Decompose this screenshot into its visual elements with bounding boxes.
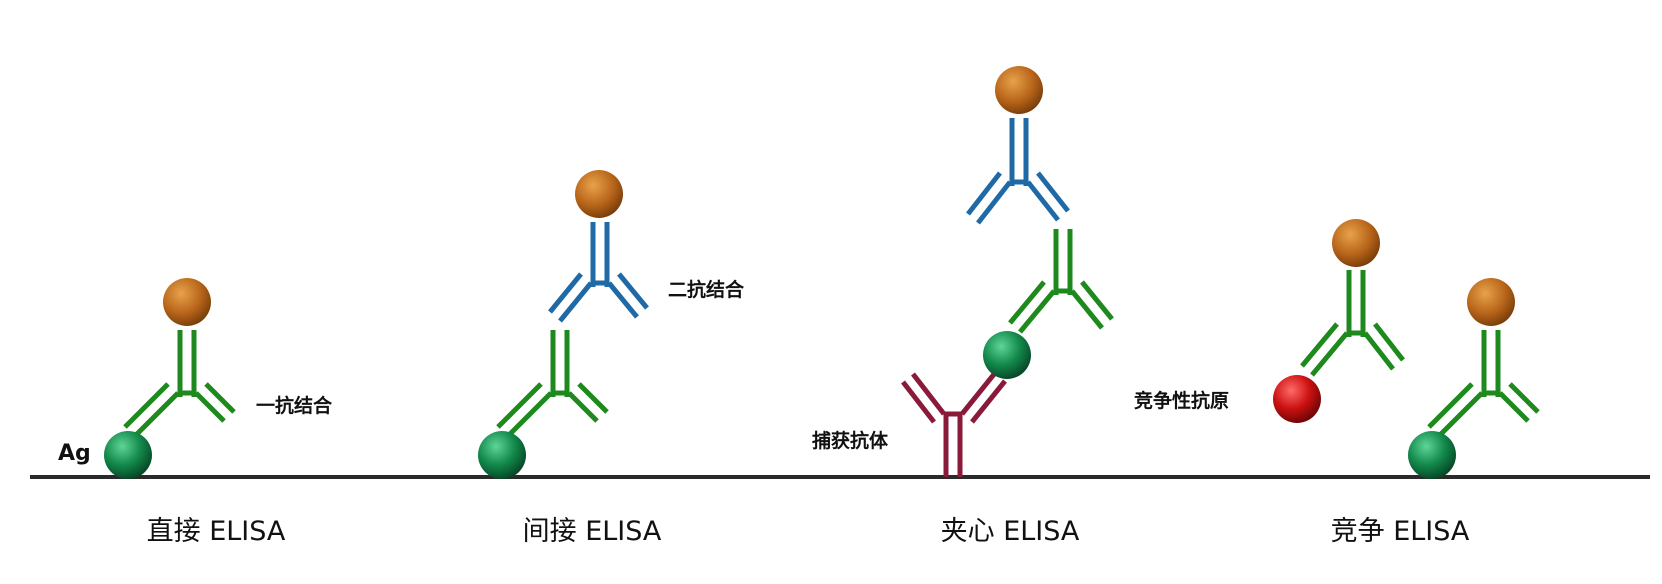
- sandwich-elisa-panel: 捕获抗体 夹心 ELISA: [812, 66, 1114, 547]
- antigen-circle: [104, 431, 152, 479]
- indirect-elisa-panel: 二抗结合 间接 ELISA: [478, 170, 745, 547]
- secondary-antibody: [548, 222, 649, 323]
- primary-antibody: [123, 330, 236, 438]
- detection-antibody: [1008, 229, 1114, 334]
- direct-elisa-title: 直接 ELISA: [147, 516, 286, 547]
- antigen-circle: [983, 331, 1031, 379]
- secondary-antibody: [966, 118, 1070, 225]
- bound-antibody: [1427, 330, 1540, 438]
- free-antibody: [1300, 270, 1405, 377]
- capture-antibody-label: 捕获抗体: [812, 429, 889, 452]
- competitive-elisa-title: 竞争 ELISA: [1331, 516, 1470, 547]
- antigen-circle: [478, 431, 526, 479]
- sandwich-elisa-title: 夹心 ELISA: [941, 516, 1080, 547]
- primary-antibody: [496, 330, 609, 438]
- direct-elisa-panel: Ag 一抗结合 直接 ELISA: [58, 278, 333, 547]
- enzyme-label-circle: [163, 278, 211, 326]
- antigen-label: Ag: [58, 441, 91, 466]
- antigen-circle: [1408, 431, 1456, 479]
- enzyme-label-circle: [1467, 278, 1515, 326]
- enzyme-label-circle: [575, 170, 623, 218]
- competitive-antigen-circle: [1273, 375, 1321, 423]
- enzyme-label-circle: [1332, 219, 1380, 267]
- competitive-antigen-label: 竞争性抗原: [1134, 389, 1229, 412]
- capture-antibody: [901, 371, 1007, 477]
- competitive-elisa-panel: 竞争性抗原 竞争 ELISA: [1134, 219, 1540, 547]
- secondary-binding-label: 二抗结合: [668, 278, 745, 301]
- enzyme-label-circle: [995, 66, 1043, 114]
- indirect-elisa-title: 间接 ELISA: [523, 516, 662, 547]
- primary-binding-label: 一抗结合: [256, 394, 333, 417]
